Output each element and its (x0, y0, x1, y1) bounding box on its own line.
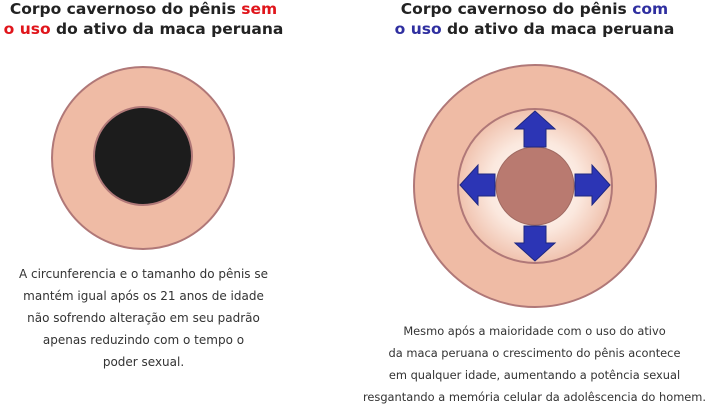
right-panel-title: Corpo cavernoso do pênis com o uso do at… (356, 0, 713, 39)
left-caption-line: não sofrendo alteração em seu padrão (27, 311, 260, 325)
left-title-line-1: Corpo cavernoso do pênis sem (9, 0, 278, 18)
left-panel-title: Corpo cavernoso do pênis sem o uso do at… (0, 0, 287, 39)
sem-highlight: sem (241, 0, 278, 18)
left-title-line-2: o uso do ativo da maca peruana (3, 20, 284, 38)
o-uso-highlight-left: o uso (3, 20, 51, 38)
arrow-up-icon (513, 110, 557, 148)
left-caption-line: apenas reduzindo com o tempo o (42, 333, 245, 347)
left-caption-line: poder sexual. (102, 355, 185, 369)
arrow-down-icon (513, 225, 557, 262)
right-caption-line: Mesmo após a maioridade com o uso do ati… (403, 324, 666, 338)
left-inner-core-dark (93, 106, 193, 206)
right-caption: Mesmo após a maioridade com o uso do ati… (356, 320, 713, 408)
o-uso-highlight-right: o uso (394, 20, 442, 38)
arrow-right-icon (574, 163, 611, 207)
com-highlight: com (632, 0, 669, 18)
right-caption-line: em qualquer idade, aumentando a potência… (388, 368, 681, 382)
left-cross-section-diagram (51, 66, 235, 250)
left-caption: A circunferencia e o tamanho do pênis se… (0, 263, 287, 373)
left-caption-line: mantém igual após os 21 anos de idade (23, 289, 264, 303)
right-cross-section-diagram (413, 64, 657, 308)
right-caption-line: resgantando a memória celular da adolêsc… (362, 390, 707, 404)
right-inner-core (495, 146, 575, 226)
arrow-left-icon (459, 163, 496, 207)
right-title-line-2: o uso do ativo da maca peruana (394, 20, 675, 38)
right-caption-line: da maca peruana o crescimento do pênis a… (388, 346, 681, 360)
right-title-line-1: Corpo cavernoso do pênis com (400, 0, 669, 18)
left-caption-line: A circunferencia e o tamanho do pênis se (18, 267, 269, 281)
